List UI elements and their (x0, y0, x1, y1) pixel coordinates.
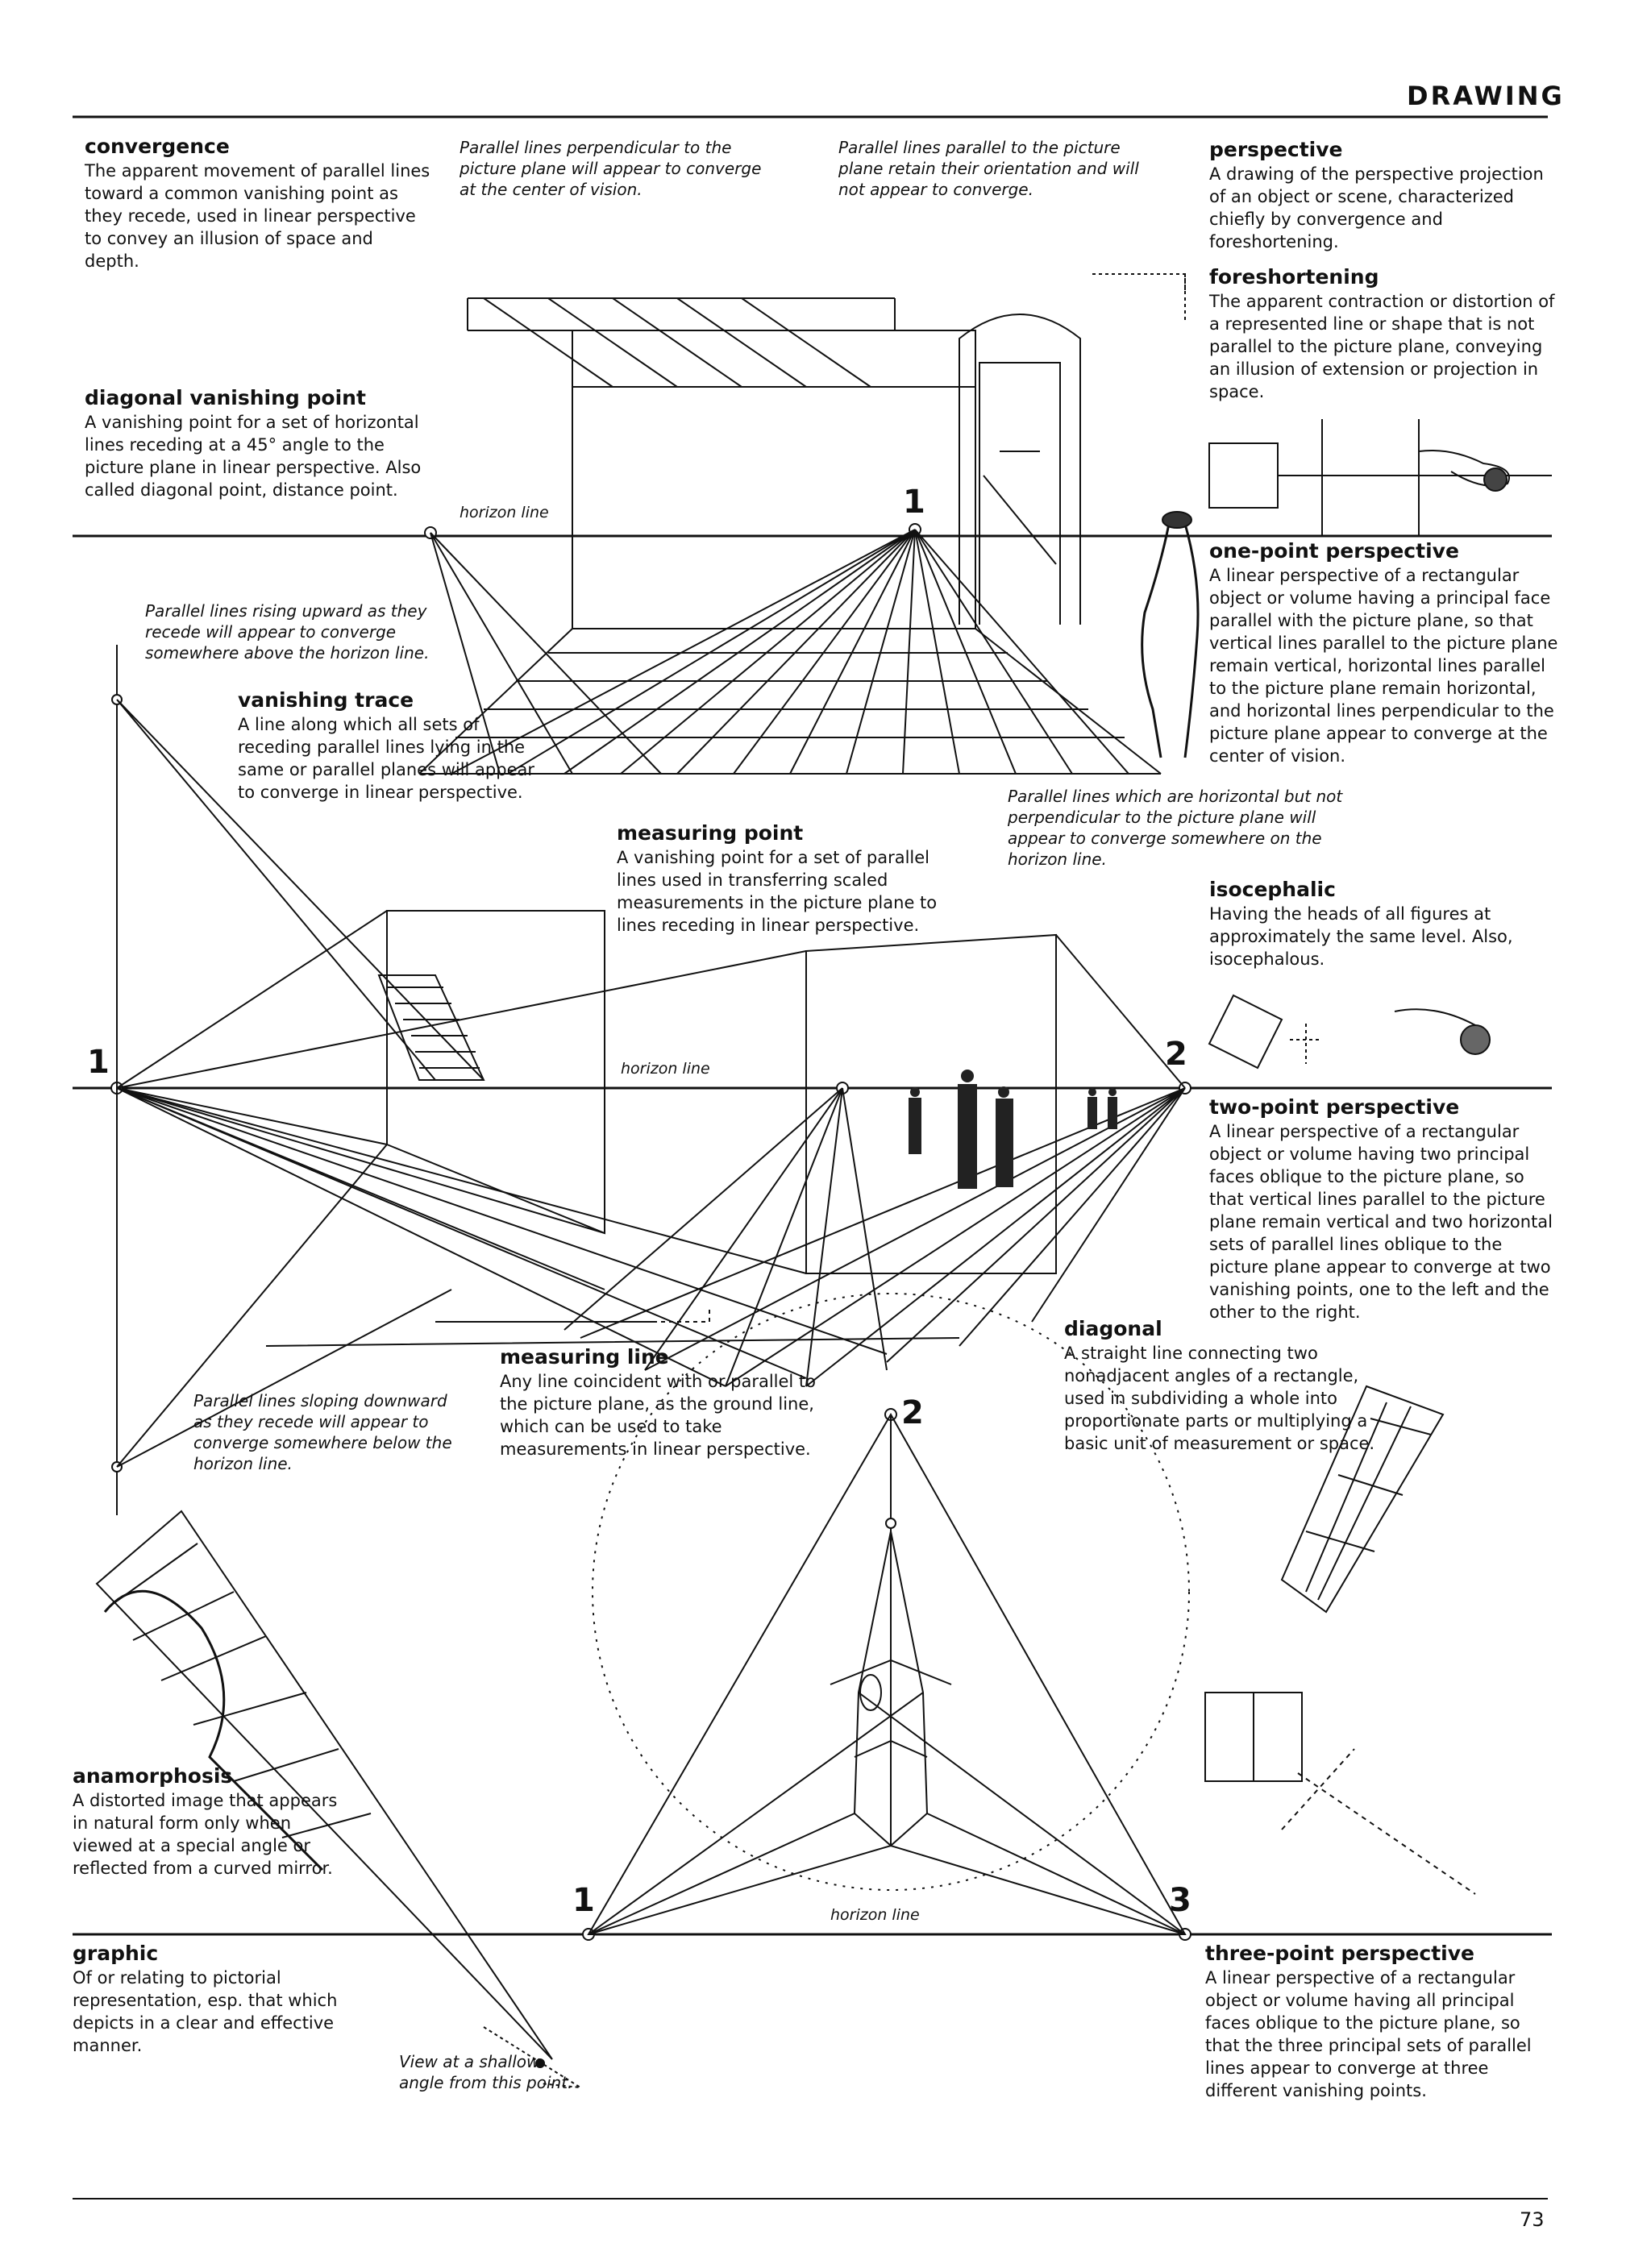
vanishing-point-number: 3 (1169, 1882, 1191, 1919)
note-sloping-lines: Parallel lines sloping downward as they … (193, 1391, 452, 1473)
term-definition: A vanishing point for a set of horizonta… (85, 413, 422, 500)
term-definition: The apparent movement of parallel lines … (85, 161, 430, 271)
note-rising-lines: Parallel lines rising upward as they rec… (145, 601, 430, 663)
term-title: isocephalic (1209, 878, 1336, 901)
vanishing-point-number: 2 (901, 1394, 924, 1431)
horizon-line-label-top: horizon line (460, 504, 549, 521)
term-definition: The apparent contraction or distortion o… (1209, 292, 1555, 401)
term-graphic: graphic Of or relating to pictorial repr… (73, 1942, 339, 2057)
term-diagonal-vanishing-point: diagonal vanishing point A vanishing poi… (85, 387, 431, 501)
term-convergence: convergence The apparent movement of par… (85, 135, 431, 272)
term-definition: A vanishing point for a set of parallel … (617, 848, 938, 935)
term-title: anamorphosis (73, 1764, 233, 1788)
three-point-drawing (73, 1293, 1552, 2088)
term-definition: A linear perspective of a rectangular ob… (1209, 1122, 1553, 1322)
term-title: perspective (1209, 138, 1343, 161)
note-perpendicular-lines: Parallel lines perpendicular to the pict… (460, 138, 762, 199)
term-isocephalic: isocephalic Having the heads of all figu… (1209, 879, 1516, 970)
term-title: measuring line (500, 1345, 669, 1369)
term-definition: A line along which all sets of receding … (238, 715, 535, 802)
term-foreshortening: foreshortening The apparent contraction … (1209, 266, 1564, 403)
one-point-room-drawing (73, 273, 1552, 775)
section-heading: DRAWING (1407, 81, 1565, 111)
vanishing-point-number: 1 (572, 1882, 595, 1919)
note-horizontal-lines: Parallel lines which are horizontal but … (1008, 787, 1343, 869)
term-measuring-point: measuring point A vanishing point for a … (617, 822, 955, 937)
term-title: diagonal (1064, 1317, 1162, 1340)
term-title: foreshortening (1209, 265, 1379, 289)
term-definition: Of or relating to pictorial representati… (73, 1968, 338, 2055)
term-vanishing-trace: vanishing trace A line along which all s… (238, 689, 552, 804)
term-definition: A distorted image that appears in natura… (73, 1791, 338, 1878)
term-three-point-perspective: three-point perspective A linear perspec… (1205, 1942, 1544, 2102)
note-parallel-lines: Parallel lines parallel to the picture p… (838, 138, 1139, 199)
term-definition: A straight line connecting two nonadjace… (1064, 1344, 1375, 1453)
term-diagonal: diagonal A straight line connecting two … (1064, 1318, 1395, 1455)
term-definition: A drawing of the perspective projection … (1209, 164, 1544, 251)
term-title: graphic (73, 1942, 159, 1965)
two-point-room-drawing (73, 645, 1552, 1515)
term-title: vanishing trace (238, 688, 414, 712)
term-title: measuring point (617, 821, 804, 845)
term-title: two-point perspective (1209, 1095, 1460, 1119)
term-measuring-line: measuring line Any line coincident with … (500, 1346, 822, 1460)
vanishing-point-number: 1 (87, 1044, 110, 1081)
vanishing-point-number: 1 (903, 484, 925, 521)
term-title: convergence (85, 135, 230, 158)
term-definition: Having the heads of all figures at appro… (1209, 904, 1513, 969)
term-two-point-perspective: two-point perspective A linear perspecti… (1209, 1096, 1564, 1323)
note-view-point: View at a shallow angle from this point. (399, 2052, 573, 2092)
term-anamorphosis: anamorphosis A distorted image that appe… (73, 1765, 339, 1880)
term-definition: A linear perspective of a rectangular ob… (1209, 566, 1558, 766)
term-one-point-perspective: one-point perspective A linear perspecti… (1209, 540, 1564, 767)
term-title: diagonal vanishing point (85, 386, 366, 409)
term-title: three-point perspective (1205, 1942, 1474, 1965)
term-title: one-point perspective (1209, 539, 1459, 563)
term-perspective: perspective A drawing of the perspective… (1209, 139, 1564, 253)
term-definition: A linear perspective of a rectangular ob… (1205, 1968, 1532, 2100)
term-definition: Any line coincident with or parallel to … (500, 1372, 817, 1459)
page-number: 73 (1520, 2208, 1545, 2231)
horizon-line-label-middle: horizon line (621, 1060, 710, 1078)
vanishing-point-number: 2 (1165, 1036, 1187, 1073)
horizon-line-label-bottom: horizon line (830, 1906, 920, 1924)
